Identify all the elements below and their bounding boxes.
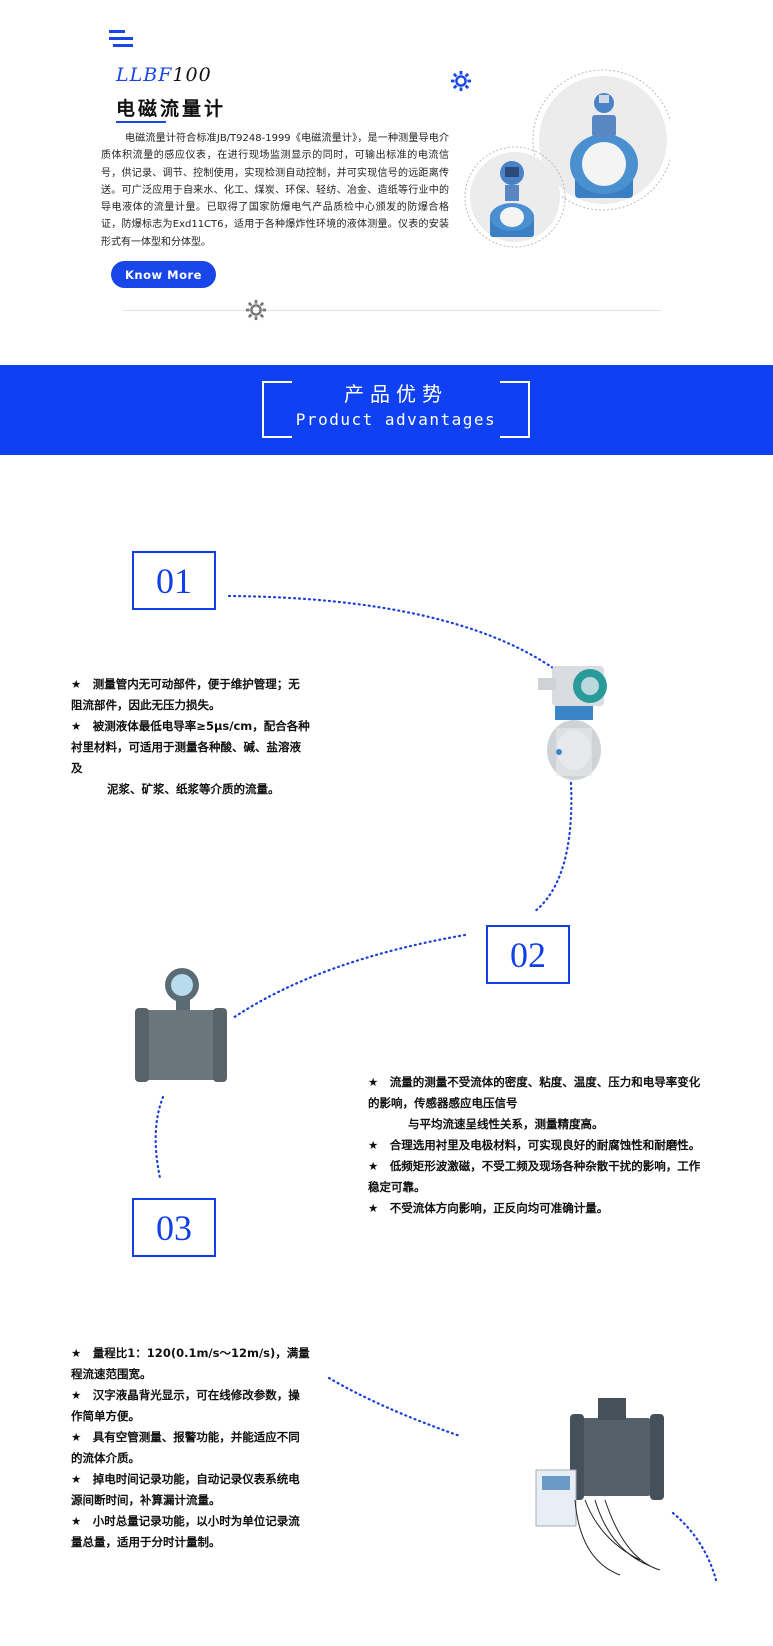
product-model-title: LLBF100 <box>116 64 212 86</box>
section-number-02: 02 <box>486 925 570 984</box>
product-image-01 <box>538 666 607 780</box>
section-number-03: 03 <box>132 1198 216 1257</box>
banner-title-en: Product advantages <box>295 410 497 429</box>
feature-item: ★ 掉电时间记录功能，自动记录仪表系统电源间断时间，补算漏计流量。 <box>71 1472 300 1507</box>
feature-item: 泥浆、矿浆、纸浆等介质的流量。 <box>107 782 280 796</box>
feature-list-03: ★ 量程比1：120(0.1m/s～12m/s)，满量程流速范围宽。 ★ 汉字液… <box>71 1343 311 1553</box>
feature-item: ★ 具有空管测量、报警功能，并能适应不同的流体介质。 <box>71 1430 300 1465</box>
gear-icon <box>245 299 269 323</box>
product-advantages-banner <box>0 365 773 455</box>
banner-bracket-right <box>500 381 530 438</box>
feature-list-01: ★ 测量管内无可动部件，便于维护管理；无阻流部件，因此无压力损失。 ★ 被测液体… <box>71 674 311 800</box>
feature-item: ★ 量程比1：120(0.1m/s～12m/s)，满量程流速范围宽。 <box>71 1346 310 1381</box>
feature-item: ★ 测量管内无可动部件，便于维护管理；无阻流部件，因此无压力损失。 <box>71 677 300 712</box>
section-number-01: 01 <box>132 551 216 610</box>
banner-title-cn: 产品优势 <box>344 382 448 406</box>
gear-icon <box>450 70 472 92</box>
feature-list-02: ★ 流量的测量不受流体的密度、粘度、温度、压力和电导率变化的影响，传感器感应电压… <box>368 1072 708 1219</box>
feature-item: ★ 合理选用衬里及电极材料，可实现良好的耐腐蚀性和耐磨性。 <box>368 1138 701 1152</box>
feature-item: 与平均流速呈线性关系，测量精度高。 <box>408 1117 604 1131</box>
feature-item: ★ 不受流体方向影响，正反向均可准确计量。 <box>368 1201 609 1215</box>
feature-item: ★ 小时总量记录功能，以小时为单位记录流量总量，适用于分时计量制。 <box>71 1514 300 1549</box>
feature-item: ★ 汉字液晶背光显示，可在线修改参数，操作简单方便。 <box>71 1388 300 1423</box>
feature-item: ★ 流量的测量不受流体的密度、粘度、温度、压力和电导率变化的影响，传感器感应电压… <box>368 1075 701 1110</box>
banner-bracket-left <box>262 381 292 438</box>
divider <box>123 310 661 311</box>
product-name-title: 电磁流量计 <box>116 98 227 120</box>
feature-item: ★ 被测液体最低电导率≥5μs/cm，配合各种衬里材料，可适用于测量各种酸、碱、… <box>71 719 310 775</box>
feature-item: ★ 低频矩形波激磁，不受工频及现场各种杂散干扰的影响，工作稳定可靠。 <box>368 1159 701 1194</box>
product-image-02 <box>135 968 227 1082</box>
title-underline <box>116 121 166 123</box>
product-intro: 电磁流量计符合标准JB/T9248-1999《电磁流量计》，是一种测量导电介质体… <box>101 133 449 248</box>
know-more-button[interactable]: Know More <box>111 261 216 288</box>
product-image-03 <box>535 1398 664 1576</box>
product-image-top <box>460 65 674 265</box>
menu-icon[interactable] <box>109 30 133 48</box>
